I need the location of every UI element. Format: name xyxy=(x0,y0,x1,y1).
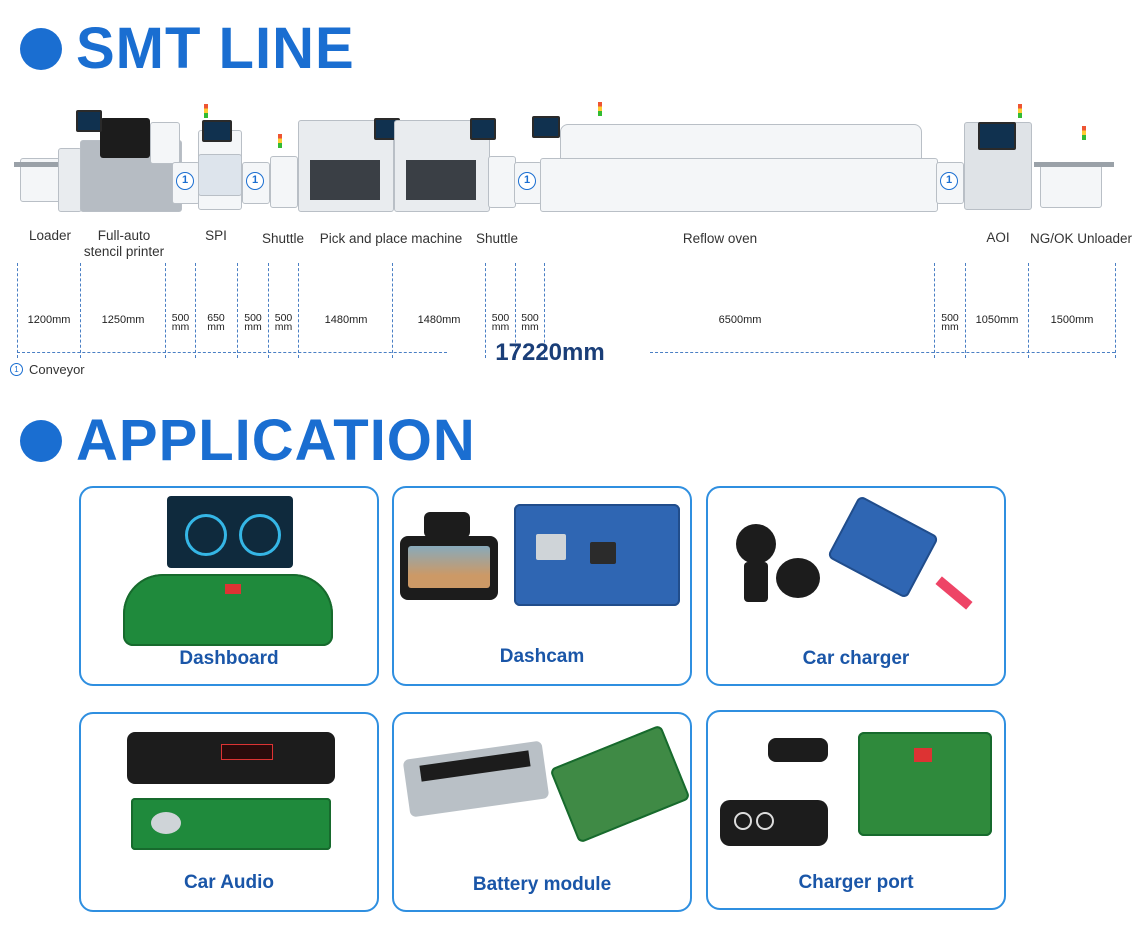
dimension-pnp-1: 1480mm xyxy=(324,314,368,326)
dimension-conveyor-3: 500 mm xyxy=(521,312,539,333)
dimension-tick xyxy=(17,263,18,358)
dimension-tick xyxy=(392,263,393,358)
application-heading: APPLICATION xyxy=(20,412,476,470)
dimension-unloader: 1500mm xyxy=(1050,314,1094,326)
signal-lamp-icon xyxy=(204,104,208,118)
label-aoi: AOI xyxy=(986,230,1010,245)
label-shuttle-2: Shuttle xyxy=(475,231,519,246)
total-length-line-right xyxy=(650,352,1115,353)
signal-lamp-icon xyxy=(278,134,282,148)
dimension-loader: 1200mm xyxy=(27,314,71,326)
dimension-tick xyxy=(1028,263,1029,358)
application-card-dashboard: Dashboard xyxy=(79,486,379,686)
application-card-battery-module: Battery module xyxy=(392,712,692,912)
application-caption: Charger port xyxy=(798,872,914,893)
conveyor-marker-icon: 1 xyxy=(246,172,264,190)
dimension-conveyor-4: 500 mm xyxy=(941,312,959,333)
shuttle-image xyxy=(488,156,516,208)
label-spi: SPI xyxy=(205,228,227,243)
signal-lamp-icon xyxy=(598,102,602,116)
application-caption: Dashboard xyxy=(179,648,279,669)
dimension-spi: 650 mm xyxy=(207,312,225,333)
signal-lamp-icon xyxy=(1018,104,1022,118)
shuttle-image xyxy=(270,156,298,208)
application-caption: Car Audio xyxy=(183,872,275,893)
dimension-tick xyxy=(1115,263,1116,358)
dimension-tick xyxy=(485,263,486,358)
dimension-tick xyxy=(515,263,516,358)
monitor-icon xyxy=(202,120,232,142)
total-length-line-left xyxy=(17,352,447,353)
application-caption: Car charger xyxy=(802,648,910,669)
dimension-tick xyxy=(80,263,81,358)
dimension-tick xyxy=(237,263,238,358)
bullet-dot-icon xyxy=(20,28,62,70)
conveyor-marker-icon: 1 xyxy=(10,363,23,376)
conveyor-legend-label: Conveyor xyxy=(29,362,85,377)
smt-line-illustration: 1 1 1 1 xyxy=(10,100,1130,220)
label-stencil-printer: Full-auto stencil printer xyxy=(83,228,165,259)
label-loader: Loader xyxy=(28,228,72,243)
monitor-icon xyxy=(76,110,102,132)
dimension-reflow: 6500mm xyxy=(718,314,762,326)
application-card-charger-port: Charger port xyxy=(706,710,1006,910)
label-unloader: NG/OK Unloader xyxy=(1029,231,1133,246)
monitor-icon xyxy=(978,122,1016,150)
label-shuttle-1: Shuttle xyxy=(261,231,305,246)
bullet-dot-icon xyxy=(20,420,62,462)
application-card-car-charger: Car charger xyxy=(706,486,1006,686)
dimension-aoi: 1050mm xyxy=(975,314,1019,326)
reflow-oven-image xyxy=(560,124,922,162)
label-reflow-oven: Reflow oven xyxy=(682,231,758,246)
dimension-shuttle-1: 500 mm xyxy=(274,312,293,333)
reflow-oven-body-image xyxy=(540,158,938,212)
dimension-tick xyxy=(934,263,935,358)
label-pick-and-place: Pick and place machine xyxy=(319,231,463,246)
total-length: 17220mm xyxy=(495,339,605,366)
dimension-tick xyxy=(298,263,299,358)
signal-lamp-icon xyxy=(1082,126,1086,140)
dimension-printer: 1250mm xyxy=(101,314,145,326)
dimension-tick xyxy=(165,263,166,358)
application-caption: Battery module xyxy=(472,874,612,895)
dimension-tick xyxy=(195,263,196,358)
application-card-car-audio: Car Audio xyxy=(79,712,379,912)
conveyor-legend: 1 Conveyor xyxy=(10,362,85,377)
dimension-conveyor-2: 500 mm xyxy=(244,312,262,333)
monitor-icon xyxy=(470,118,496,140)
conveyor-marker-icon: 1 xyxy=(176,172,194,190)
dimension-shuttle-2: 500 mm xyxy=(491,312,510,333)
monitor-icon xyxy=(532,116,560,138)
conveyor-marker-icon: 1 xyxy=(518,172,536,190)
dimension-tick xyxy=(544,263,545,358)
dimension-tick xyxy=(965,263,966,358)
dimension-tick xyxy=(268,263,269,358)
stencil-printer-image xyxy=(58,148,82,212)
application-caption: Dashcam xyxy=(499,646,585,667)
smt-line-title: SMT LINE xyxy=(76,16,355,81)
application-title: APPLICATION xyxy=(76,408,476,473)
application-card-dashcam: Dashcam xyxy=(392,486,692,686)
dimension-conveyor-1: 500 mm xyxy=(171,312,190,333)
conveyor-marker-icon: 1 xyxy=(940,172,958,190)
dimension-pnp-2: 1480mm xyxy=(417,314,461,326)
smt-line-heading: SMT LINE xyxy=(20,20,355,78)
unloader-image xyxy=(1040,162,1102,208)
